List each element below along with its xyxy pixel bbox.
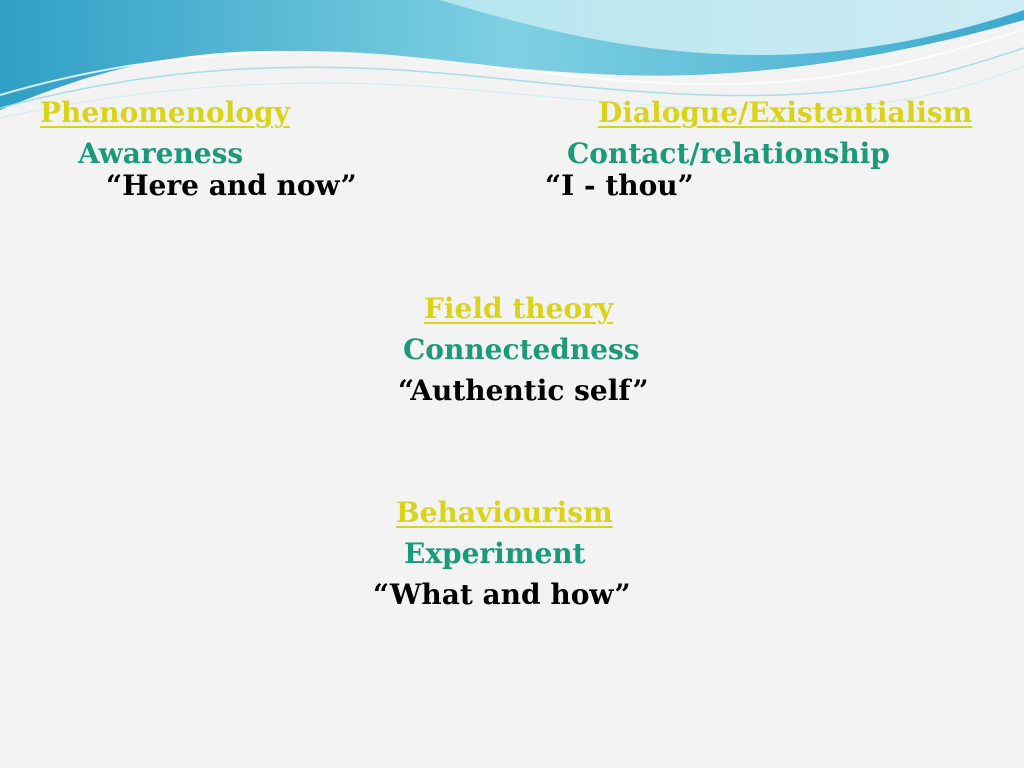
awareness-label: Awareness xyxy=(78,137,244,170)
here-and-now-quote: “Here and now” xyxy=(106,169,357,202)
phenomenology-heading[interactable]: Phenomenology xyxy=(40,96,290,129)
experiment-label: Experiment xyxy=(404,537,586,570)
what-and-how-quote: “What and how” xyxy=(373,578,631,611)
dialogue-existentialism-heading[interactable]: Dialogue/Existentialism xyxy=(598,96,973,129)
decorative-wave-banner xyxy=(0,0,1024,119)
connectedness-label: Connectedness xyxy=(403,333,640,366)
authentic-self-quote: “Authentic self” xyxy=(398,374,649,407)
behaviourism-heading[interactable]: Behaviourism xyxy=(396,496,613,529)
i-thou-quote: “I - thou” xyxy=(545,169,694,202)
field-theory-heading[interactable]: Field theory xyxy=(424,292,614,325)
contact-relationship-label: Contact/relationship xyxy=(567,137,890,170)
